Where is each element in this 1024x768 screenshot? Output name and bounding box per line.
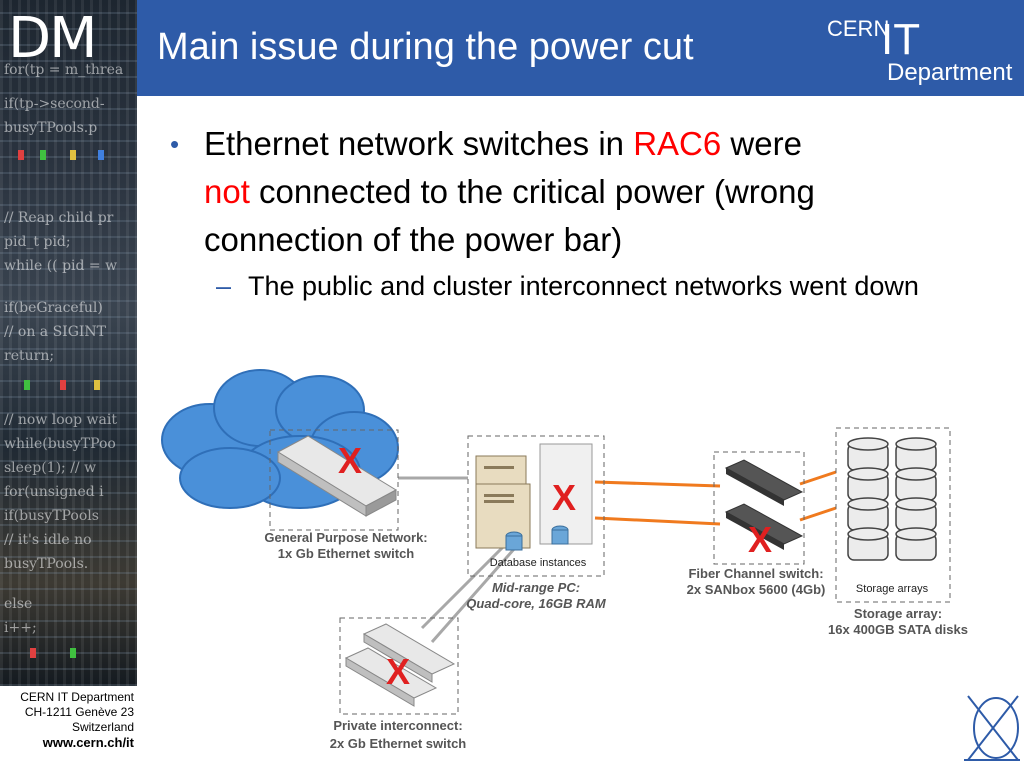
code-deco: if(tp->second-	[4, 96, 105, 112]
fiber-switch-sublabel: 2x SANbox 5600 (4Gb)	[687, 582, 826, 597]
db-instances-label: Database instances	[490, 557, 587, 569]
failure-cross-icon: X	[338, 440, 362, 481]
sub-bullet-dash: –	[216, 271, 232, 301]
department-logo-text: Department	[887, 59, 1013, 86]
footer-line-2: CH-1211 Genève 23	[24, 705, 134, 719]
ethernet-links	[398, 476, 524, 643]
code-deco: // Reap child pr	[4, 210, 114, 226]
ethernet-switch-icon	[276, 435, 398, 517]
failure-cross-icon: X	[552, 477, 576, 518]
fiber-switch-label: Fiber Channel switch:	[688, 566, 823, 581]
bullet-text: connected to the critical power (wrong c…	[204, 173, 815, 258]
not-highlight: not	[204, 173, 250, 210]
footer-url-link[interactable]: www.cern.ch/it	[42, 735, 134, 750]
server-icon	[475, 443, 593, 551]
dm-logo: DM	[8, 6, 97, 71]
led-deco	[98, 150, 104, 160]
led-deco	[70, 150, 76, 160]
cern-it-department-logo: CERN IT Department	[827, 15, 1013, 86]
led-deco	[94, 380, 100, 390]
code-deco: if(busyTPools	[4, 508, 99, 524]
bullet-level-1: • Ethernet network switches in RAC6 were…	[160, 120, 960, 264]
fiber-channel-switch-icon	[724, 459, 804, 550]
gp-network-label: General Purpose Network:	[264, 530, 427, 545]
code-deco: for(tp = m_threa	[4, 62, 124, 78]
code-deco: busyTPools.	[4, 556, 89, 572]
cern-emblem-icon	[964, 695, 1020, 761]
led-deco	[70, 648, 76, 658]
slide-content: • Ethernet network switches in RAC6 were…	[160, 120, 960, 306]
fibre-links	[594, 470, 837, 526]
led-deco	[40, 150, 46, 160]
disk-icon	[847, 437, 937, 561]
led-deco	[24, 380, 30, 390]
storage-arrays-label: Storage arrays	[856, 583, 929, 595]
bullet-text: were	[721, 125, 802, 162]
midrange-label: Mid-range PC:	[492, 580, 580, 595]
db-servers-box	[467, 435, 605, 577]
it-logo-text: IT	[881, 15, 920, 64]
bullet-dot: •	[170, 129, 180, 159]
bullet-text: Ethernet network switches in	[204, 125, 634, 162]
gp-switch-box	[269, 429, 399, 531]
failure-cross-icon: X	[748, 519, 772, 560]
led-deco	[60, 380, 66, 390]
storage-array-label: Storage array:	[854, 606, 942, 621]
code-deco: else	[4, 596, 33, 612]
private-interconnect-sublabel: 2x Gb Ethernet switch	[330, 736, 467, 751]
sub-bullet-text: The public and cluster interconnect netw…	[248, 271, 919, 301]
slide-title: Main issue during the power cut	[157, 26, 694, 68]
cern-logo-text: CERN	[827, 16, 889, 41]
rac6-highlight: RAC6	[633, 125, 722, 162]
code-deco: pid_t pid;	[4, 234, 71, 250]
gp-network-sublabel: 1x Gb Ethernet switch	[278, 546, 415, 561]
footer-line-3: Switzerland	[71, 720, 134, 734]
bullet-level-2: – The public and cluster interconnect ne…	[160, 266, 960, 306]
code-deco: while(busyTPoo	[4, 436, 116, 452]
private-switch-box	[339, 617, 459, 715]
led-deco	[30, 648, 36, 658]
footer-line-1: CERN IT Department	[20, 690, 134, 704]
ethernet-switch-icon	[344, 623, 456, 707]
fiber-switch-box	[713, 451, 805, 565]
code-deco: for(unsigned i	[4, 484, 104, 500]
private-interconnect-label: Private interconnect:	[333, 718, 462, 733]
code-deco: busyTPools.p	[4, 120, 98, 136]
code-deco: return;	[4, 348, 55, 364]
failure-cross-icon: X	[386, 651, 410, 692]
midrange-sublabel: Quad-core, 16GB RAM	[466, 596, 607, 611]
code-deco: // now loop wait	[4, 412, 117, 428]
code-deco: // it's idle no	[4, 532, 92, 548]
left-decorative-strip: for(tp = m_threa if(tp->second- busyTPoo…	[0, 0, 137, 686]
code-deco: i++;	[4, 620, 37, 636]
led-deco	[18, 150, 24, 160]
footer: CERN IT Department CH-1211 Genève 23 Swi…	[0, 686, 137, 768]
code-deco: // on a SIGINT	[4, 324, 106, 340]
code-deco: sleep(1); // w	[4, 460, 97, 476]
storage-array-sublabel: 16x 400GB SATA disks	[828, 622, 968, 637]
title-bar: Main issue during the power cut CERN IT …	[137, 0, 1024, 96]
code-deco: while (( pid = w	[4, 258, 118, 274]
code-deco: if(beGraceful)	[4, 300, 103, 316]
network-diagram: X General Purpose Network: 1x Gb Etherne…	[161, 369, 968, 751]
storage-box	[835, 427, 951, 603]
